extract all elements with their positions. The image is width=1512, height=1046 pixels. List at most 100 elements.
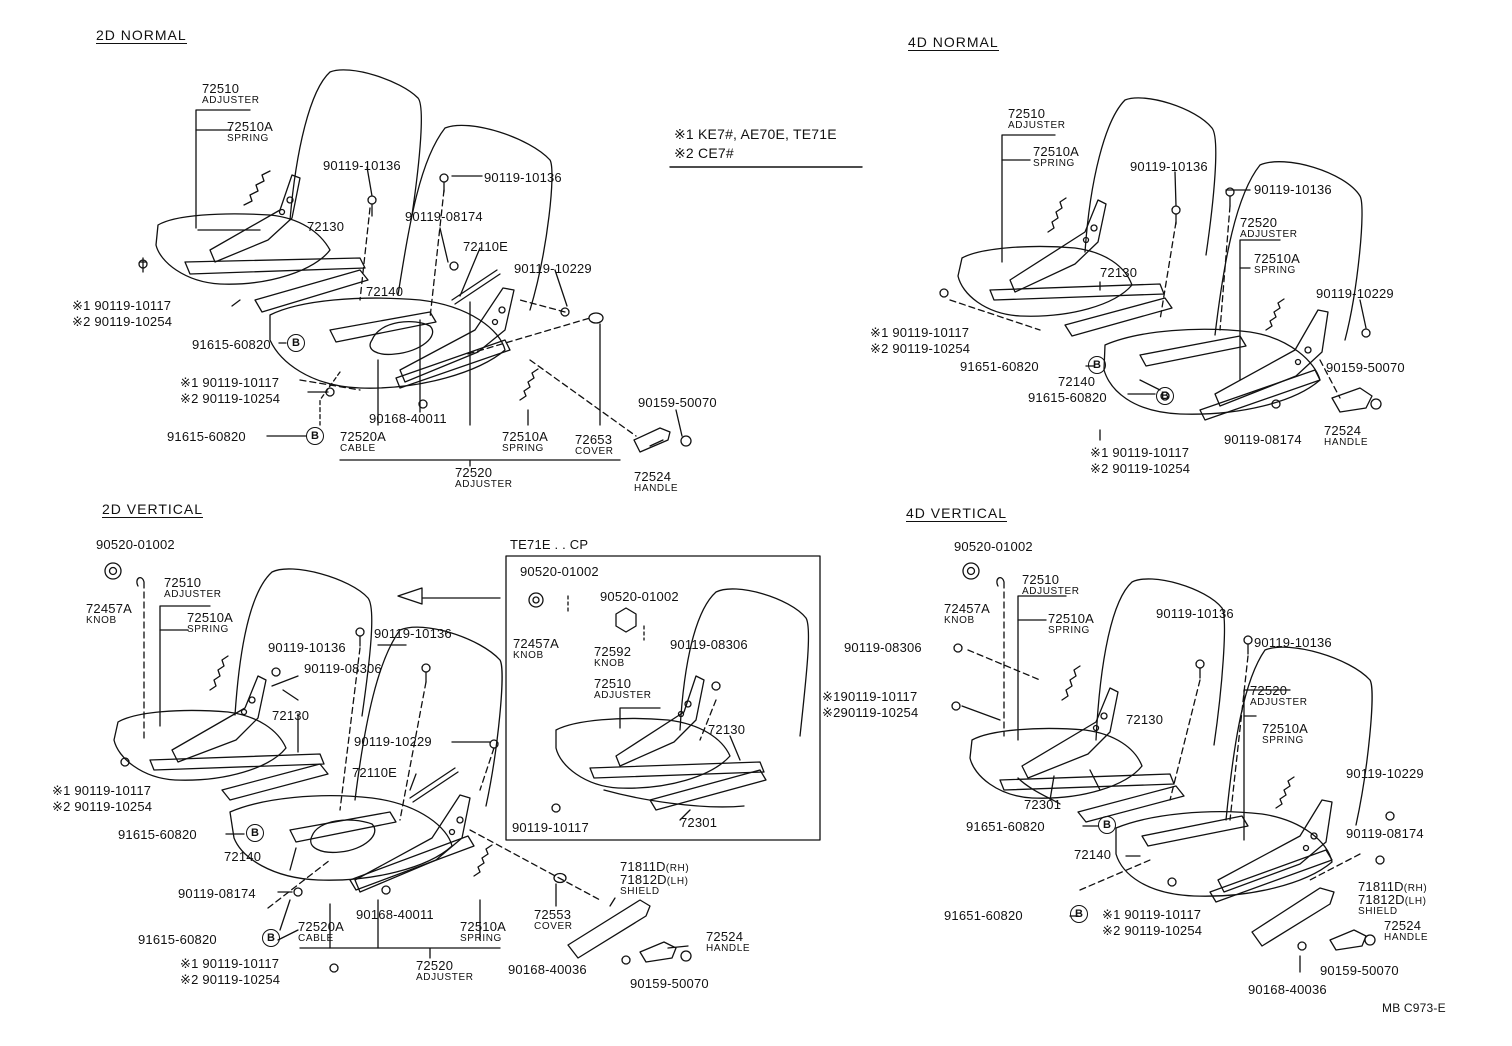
part-number-72130: 72130 xyxy=(708,722,746,737)
part-number: 90119-10136 xyxy=(1130,159,1208,174)
part-side-rh: (RH) xyxy=(1403,883,1428,894)
part-number-71812d: 71812D(LH) xyxy=(620,873,689,887)
part-desc: KNOB xyxy=(944,615,975,626)
part-number-72524: 72524 xyxy=(1384,918,1422,933)
variant-part-1: ※1 90119-10117 xyxy=(1090,445,1190,460)
part-desc: KNOB xyxy=(513,650,544,661)
part-number: 71811D xyxy=(1358,879,1404,894)
part-number: 90119-10229 xyxy=(1316,286,1394,301)
part-number-72510a: 72510A xyxy=(1048,611,1095,626)
part-desc: COVER xyxy=(575,446,614,457)
part-side-rh: (RH) xyxy=(665,863,690,874)
part-number: 91615-60820 xyxy=(1028,390,1107,405)
seat-assembly-4d-normal xyxy=(939,97,1382,441)
variant-part-1: ※1 90119-10117 xyxy=(72,298,172,313)
part-number: 71812D xyxy=(620,872,667,887)
part-number: 90119-08174 xyxy=(178,886,256,901)
legend-note-1: ※1 KE7#, AE70E, TE71E xyxy=(674,126,837,142)
part-number: 90119-08174 xyxy=(1224,432,1302,447)
part-desc: ADJUSTER xyxy=(594,690,652,701)
part-number-72510: 72510 xyxy=(164,575,202,590)
part-number-72510: 72510 xyxy=(594,676,632,691)
part-number-72524: 72524 xyxy=(634,469,672,484)
part-number: 90520-01002 xyxy=(600,589,679,604)
reference-mark-b: B xyxy=(1098,816,1116,834)
part-number-72520: 72520 xyxy=(1240,215,1278,230)
part-desc: SPRING xyxy=(460,933,502,944)
part-desc: ADJUSTER xyxy=(1022,586,1080,597)
part-number-72457a: 72457A xyxy=(86,601,133,616)
part-desc: SPRING xyxy=(227,133,269,144)
section-title-2d-vertical: 2D VERTICAL xyxy=(102,501,203,518)
part-side-lh: (LH) xyxy=(1404,896,1427,907)
section-title-4d-normal: 4D NORMAL xyxy=(908,34,999,51)
reference-mark-b: B xyxy=(262,929,280,947)
part-number: 91651-60820 xyxy=(960,359,1039,374)
legend-note-2: ※2 CE7# xyxy=(674,145,734,161)
variant-part-2: ※2 90119-10254 xyxy=(52,799,153,814)
part-desc: SPRING xyxy=(1048,625,1090,636)
part-desc: SPRING xyxy=(1262,735,1304,746)
part-desc: SHIELD xyxy=(620,886,660,897)
part-number: 91615-60820 xyxy=(192,337,271,352)
part-number: 91651-60820 xyxy=(966,819,1045,834)
part-number: 90119-10117 xyxy=(512,820,589,835)
part-number-72301: 72301 xyxy=(1024,797,1062,812)
part-desc: ADJUSTER xyxy=(1250,697,1308,708)
part-number-71811d: 71811D(RH) xyxy=(1358,880,1427,894)
part-number-72510a: 72510A xyxy=(1254,251,1301,266)
seat-assembly-2d-normal xyxy=(138,69,692,467)
inset-te71e-cp xyxy=(505,555,821,841)
part-number-72110e: 72110E xyxy=(463,239,509,254)
part-number: 90119-10136 xyxy=(484,170,562,185)
part-number-71811d: 71811D(RH) xyxy=(620,860,689,874)
section-title-2d-normal: 2D NORMAL xyxy=(96,27,187,44)
part-number: 90119-10136 xyxy=(1156,606,1234,621)
part-number: 91615-60820 xyxy=(138,932,217,947)
part-number: 90168-40011 xyxy=(356,907,434,922)
inset-title: TE71E . . CP xyxy=(510,537,589,552)
part-number-72510a: 72510A xyxy=(502,429,549,444)
reference-mark-b: B xyxy=(1088,356,1106,374)
part-number: 90119-08306 xyxy=(844,640,922,655)
part-desc: COVER xyxy=(534,921,573,932)
part-number-72130: 72130 xyxy=(1100,265,1138,280)
part-number: 90119-08174 xyxy=(1346,826,1424,841)
part-number: 90159-50070 xyxy=(638,395,717,410)
part-number: 90168-40011 xyxy=(369,411,447,426)
part-number: 91615-60820 xyxy=(167,429,246,444)
part-desc: HANDLE xyxy=(706,943,751,954)
part-number-72140: 72140 xyxy=(1058,374,1096,389)
part-number: 90520-01002 xyxy=(96,537,175,552)
variant-part-1: ※1 90119-10117 xyxy=(1102,907,1202,922)
part-desc: KNOB xyxy=(86,615,117,626)
seat-assembly-4d-vertical xyxy=(951,562,1395,973)
part-desc: HANDLE xyxy=(1324,437,1369,448)
part-desc: ADJUSTER xyxy=(416,972,474,983)
part-desc: ADJUSTER xyxy=(1008,120,1066,131)
variant-part-2: ※2 90119-10254 xyxy=(870,341,971,356)
part-number-72510a: 72510A xyxy=(227,119,274,134)
part-number: 90168-40036 xyxy=(508,962,587,977)
part-desc: SPRING xyxy=(1254,265,1296,276)
part-number-71812d: 71812D(LH) xyxy=(1358,893,1427,907)
part-number-72130: 72130 xyxy=(272,708,310,723)
variant-part-2: ※2 90119-10254 xyxy=(180,972,281,987)
part-number-72140: 72140 xyxy=(1074,847,1112,862)
reference-mark-b: B xyxy=(306,427,324,445)
part-number: 90119-10136 xyxy=(1254,182,1332,197)
part-number: 90168-40036 xyxy=(1248,982,1327,997)
part-desc: HANDLE xyxy=(1384,932,1429,943)
part-number-72110e: 72110E xyxy=(352,765,398,780)
variant-part-1: ※1 90119-10117 xyxy=(52,783,152,798)
part-number: 90119-10229 xyxy=(1346,766,1424,781)
part-number: 90159-50070 xyxy=(1320,963,1399,978)
part-desc: ADJUSTER xyxy=(455,479,513,490)
part-number-72510a: 72510A xyxy=(1262,721,1309,736)
part-number: 90520-01002 xyxy=(520,564,599,579)
part-number-72510: 72510 xyxy=(202,81,240,96)
part-number-72524: 72524 xyxy=(1324,423,1362,438)
part-number-72520: 72520 xyxy=(455,465,493,480)
